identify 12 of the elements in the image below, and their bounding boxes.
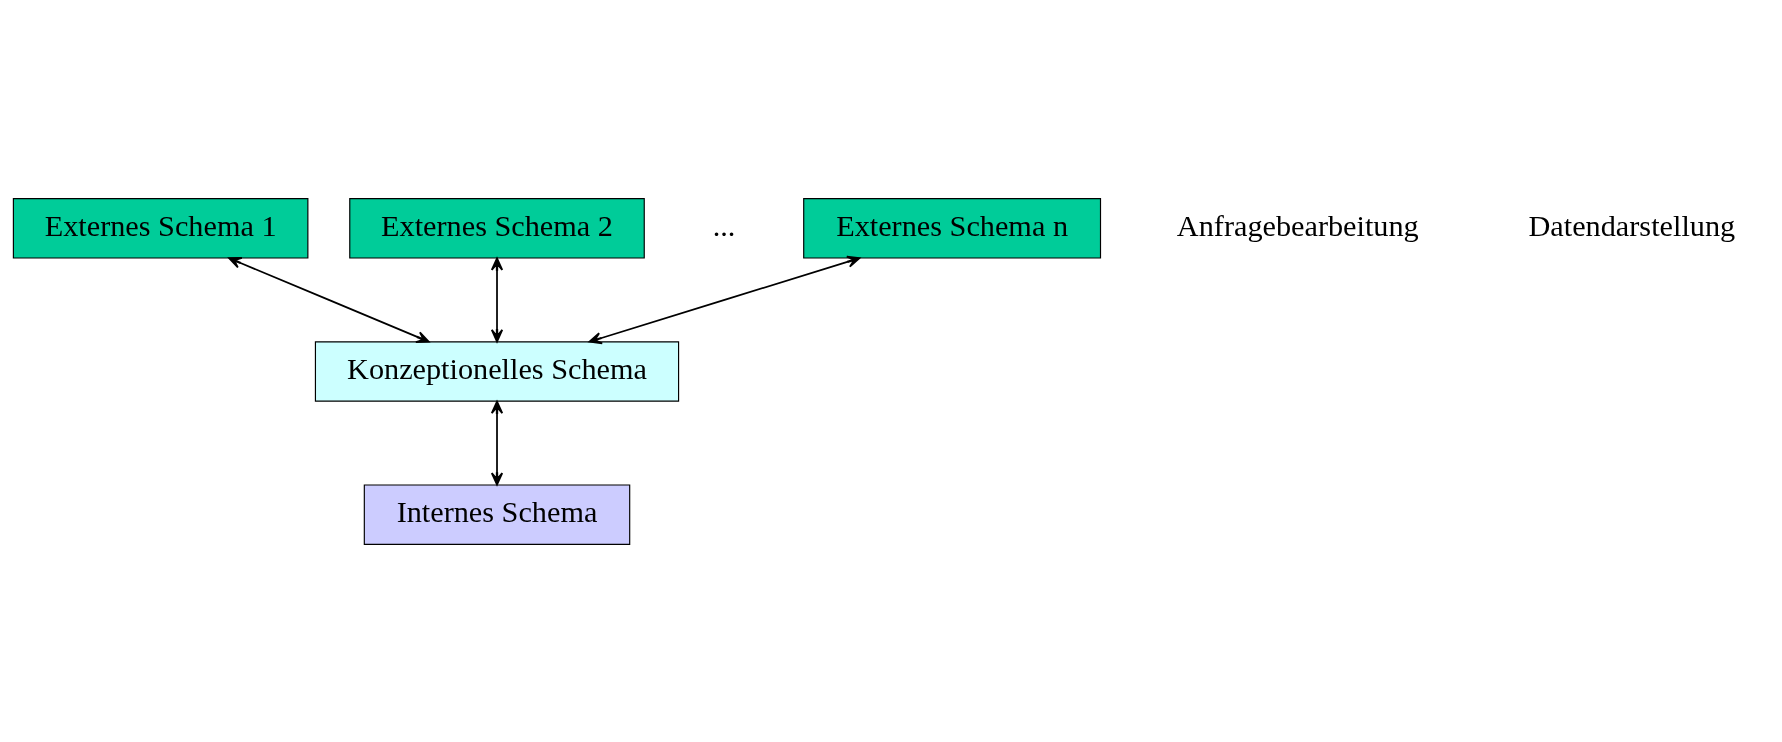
label: Datendarstellung [1528, 208, 1736, 243]
arrow [490, 256, 504, 342]
arrow [588, 255, 861, 344]
node-box: Externes Schema 1 [12, 197, 309, 259]
arrow [228, 256, 430, 343]
node-box: Externes Schema 2 [349, 197, 645, 259]
label: Anfragebearbeitung [1176, 208, 1419, 243]
node-box: Konzeptionelles Schema [314, 340, 680, 402]
label: ... [712, 208, 736, 243]
arrow [490, 400, 504, 486]
node-box: Internes Schema [363, 483, 631, 545]
node-box: Externes Schema n [803, 197, 1102, 259]
